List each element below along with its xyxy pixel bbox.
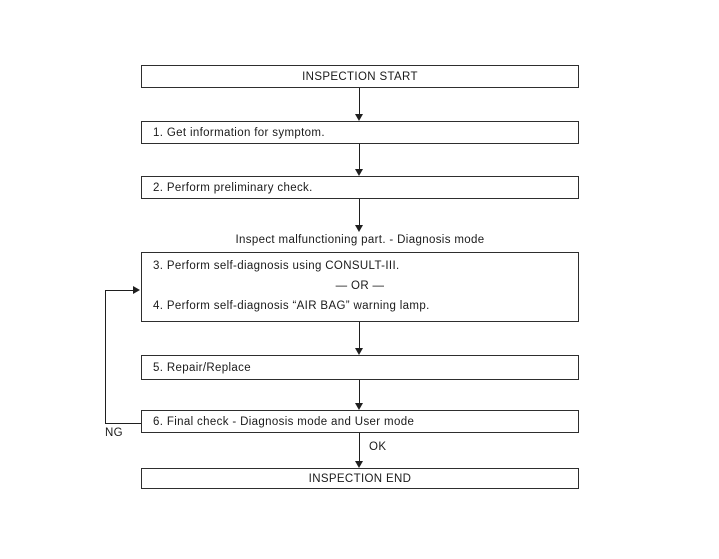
- flow-arrow-3-head: [355, 225, 363, 232]
- ok-edge-label: OK: [369, 441, 387, 453]
- flow-arrow-1-head: [355, 114, 363, 121]
- flow-arrow-5-shaft: [359, 380, 361, 404]
- ng-loop-top-segment: [105, 290, 134, 292]
- flow-arrow-1-shaft: [359, 88, 361, 115]
- node-inspection-start: INSPECTION START: [141, 65, 579, 88]
- ng-loop-vertical-segment: [105, 290, 107, 424]
- flow-arrow-4-head: [355, 348, 363, 355]
- node-step3-text: 3. Perform self-diagnosis using CONSULT-…: [153, 260, 400, 272]
- node-step1: 1. Get information for symptom.: [141, 121, 579, 144]
- flow-arrow-2-head: [355, 169, 363, 176]
- flow-arrow-4-shaft: [359, 322, 361, 349]
- ng-edge-label: NG: [104, 427, 124, 439]
- ng-loop-bottom-segment: [105, 423, 141, 425]
- node-step3-step4: 3. Perform self-diagnosis using CONSULT-…: [141, 252, 579, 322]
- node-step2: 2. Perform preliminary check.: [141, 176, 579, 199]
- node-step5: 5. Repair/Replace: [141, 355, 579, 380]
- flow-arrow-6-head: [355, 461, 363, 468]
- flow-arrow-5-head: [355, 403, 363, 410]
- flow-arrow-6-shaft: [359, 433, 361, 462]
- node-step4-text: 4. Perform self-diagnosis “AIR BAG” warn…: [153, 300, 430, 312]
- flow-arrow-2-shaft: [359, 144, 361, 170]
- ng-loop-arrow-head: [133, 286, 140, 294]
- or-separator: — OR —: [335, 280, 385, 292]
- node-inspection-end: INSPECTION END: [141, 468, 579, 489]
- flow-arrow-3-shaft: [359, 199, 361, 226]
- node-step6: 6. Final check - Diagnosis mode and User…: [141, 410, 579, 433]
- diagnosis-mode-note: Inspect malfunctioning part. - Diagnosis…: [235, 234, 485, 246]
